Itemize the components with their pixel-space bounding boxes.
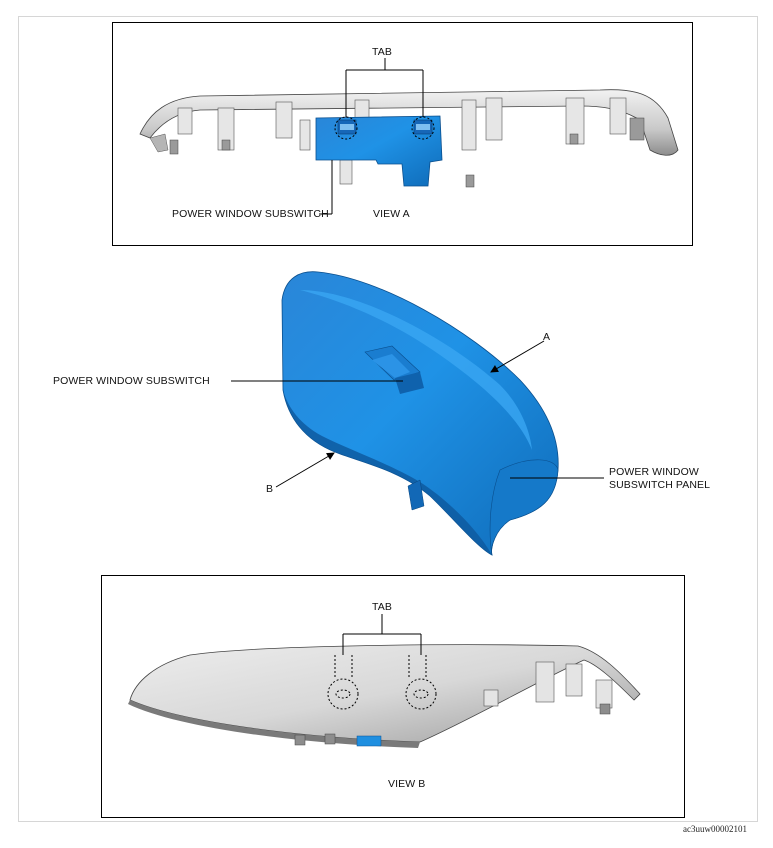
view-a-subswitch-label: POWER WINDOW SUBSWITCH — [172, 208, 329, 220]
view-a-tab-circle-left — [334, 116, 358, 140]
view-b-tab-outlines — [327, 655, 437, 710]
arrow-b-label: B — [266, 483, 274, 495]
panel-label-line1: POWER WINDOW — [609, 466, 699, 478]
main-subswitch-label: POWER WINDOW SUBSWITCH — [53, 375, 210, 387]
view-b-label: VIEW B — [388, 778, 426, 790]
view-b-panel — [128, 644, 641, 748]
view-b-tab-bracket — [342, 614, 422, 655]
main-subswitch-panel — [281, 271, 559, 556]
view-b-box — [101, 575, 685, 818]
view-a-tab-circle-right — [411, 116, 435, 140]
view-b-tab-label: TAB — [372, 601, 392, 613]
arrow-b — [275, 452, 335, 488]
view-a-subswitch-leader — [319, 160, 333, 215]
view-a-label: VIEW A — [373, 208, 410, 220]
arrow-a-label: A — [543, 331, 551, 343]
view-a-subswitch — [315, 115, 443, 187]
figure-code: ac3uuw00002101 — [683, 824, 747, 834]
arrow-a — [490, 340, 545, 373]
view-a-box — [112, 22, 693, 246]
view-a-tab-bracket — [345, 58, 424, 117]
view-a-panel — [139, 89, 679, 188]
panel-label-line2: SUBSWITCH PANEL — [609, 479, 711, 491]
view-a-tab-label: TAB — [372, 46, 392, 58]
figure-frame — [18, 16, 758, 822]
